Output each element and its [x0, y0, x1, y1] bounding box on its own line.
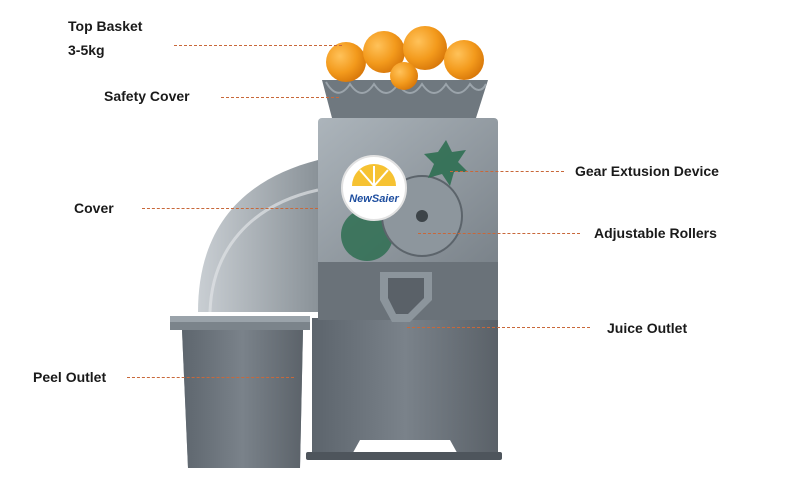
machine-base: [306, 318, 502, 460]
leader-line-safety-cover: [221, 97, 339, 98]
label-top-basket: Top Basket: [68, 18, 143, 34]
label-cover: Cover: [74, 200, 114, 216]
rollers-group: NewSaier: [341, 140, 468, 261]
label-safety-cover: Safety Cover: [104, 88, 190, 104]
brand-logo: NewSaier: [349, 193, 399, 205]
leader-line-juice-outlet: [407, 327, 590, 328]
label-top-basket-capacity: 3-5kg: [68, 42, 105, 58]
label-gear-extrusion-device: Gear Extusion Device: [575, 163, 719, 179]
top-basket: [322, 80, 488, 118]
chute-cover: [198, 160, 319, 313]
label-peel-outlet: Peel Outlet: [33, 369, 107, 385]
leader-line-cover: [142, 208, 318, 209]
leader-line-peel-outlet: [127, 377, 294, 378]
label-juice-outlet: Juice Outlet: [607, 320, 688, 336]
oranges: [326, 26, 484, 90]
leader-line-adjustable-rollers: [418, 233, 580, 234]
label-adjustable-rollers: Adjustable Rollers: [594, 225, 717, 241]
peel-bin: [170, 316, 310, 468]
leader-line-gear-extrusion: [450, 171, 564, 172]
leader-line-top-basket: [174, 45, 342, 46]
